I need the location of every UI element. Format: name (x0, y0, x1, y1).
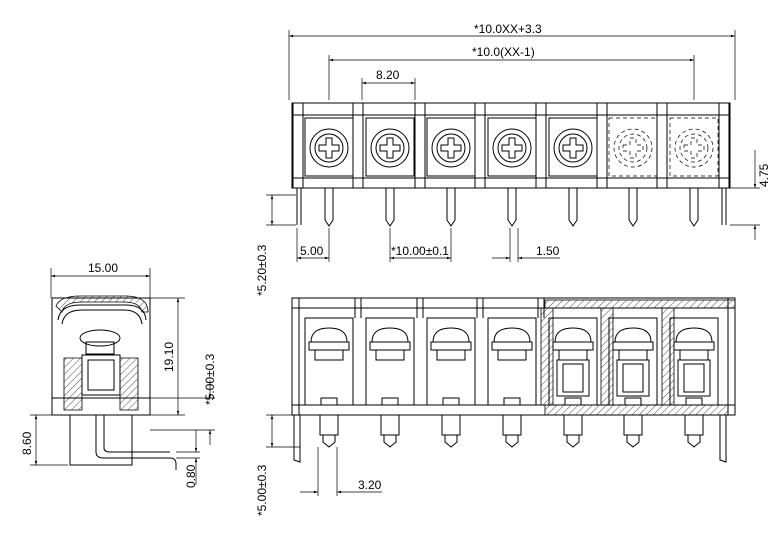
screw-box (426, 117, 476, 177)
pin (507, 188, 517, 227)
pin-pitch-label: *10.00±0.1 (391, 244, 449, 258)
pin-tip (687, 435, 701, 448)
screw-head (554, 327, 592, 343)
screws (304, 117, 719, 177)
barriers (292, 102, 730, 189)
pin-base (502, 414, 522, 436)
pin-length-top-label: *5.20±0.3 (255, 244, 269, 296)
screw-box (365, 117, 415, 177)
left-edge-label: 5.00 (300, 244, 324, 258)
front-pins (293, 414, 727, 463)
pin-base (319, 414, 339, 436)
terminal-cell (487, 317, 537, 406)
pin (628, 188, 638, 227)
screw-box (487, 117, 537, 177)
screw-head (675, 327, 713, 343)
pin-length-front-label: *5.00±0.3 (255, 464, 269, 516)
screw-box (304, 117, 354, 177)
barrier (596, 102, 608, 189)
pins (296, 188, 727, 227)
screw-head (431, 128, 471, 168)
pin (385, 188, 395, 227)
side-offset-label: *5.00±0.3 (203, 353, 217, 405)
overall-length-label: *10.0XX+3.3 (474, 22, 542, 36)
screw-head (432, 327, 470, 343)
screw-box (669, 117, 719, 177)
pin (324, 188, 334, 227)
screw-head (370, 128, 410, 168)
pin (446, 188, 456, 227)
side-height-label: 19.10 (162, 342, 176, 372)
pin-base (380, 414, 400, 436)
barrier (535, 102, 547, 189)
pin-base (441, 414, 461, 436)
terminal-cells (304, 298, 719, 406)
screw-head (674, 128, 714, 168)
barrier (718, 102, 730, 189)
barrier (292, 102, 304, 189)
top-view: *10.0XX+3.3 *10.0(XX-1) 8.20 4.75 *5.20±… (255, 22, 771, 296)
post-spacing-label: 8.20 (376, 68, 400, 82)
terminal-cell (304, 317, 354, 406)
screw-head (613, 128, 653, 168)
screw-head (371, 327, 409, 343)
pin-width-label: 1.50 (536, 244, 560, 258)
pin (689, 188, 699, 227)
barrier (414, 102, 426, 189)
screw-head (310, 327, 348, 343)
pin-tip (566, 435, 580, 448)
screw-head (309, 128, 349, 168)
height-right-label: 4.75 (757, 163, 771, 187)
pin-gap-front-label: 3.20 (358, 478, 382, 492)
pin-tip (383, 435, 397, 448)
screw-head (553, 128, 593, 168)
barrier (656, 102, 668, 189)
pin-thickness-label: 0.80 (184, 464, 198, 488)
terminal-cell (426, 317, 476, 406)
pin-tip (444, 435, 458, 448)
screw-box (548, 117, 598, 177)
barrier (474, 102, 486, 189)
pin-tip (505, 435, 519, 448)
pin-tip (626, 435, 640, 448)
side-view: 15.00 19.10 *5.00±0.3 8. (20, 261, 217, 488)
screw-head (492, 128, 532, 168)
terminal-cell (365, 317, 415, 406)
pin-base (684, 414, 704, 436)
pitch-span-label: *10.0(XX-1) (472, 45, 535, 59)
pin-tip (322, 435, 336, 448)
pin-offset-side-label: 8.60 (20, 431, 34, 455)
pin-base (563, 414, 583, 436)
front-view: *5.00±0.3 3.20 (255, 297, 736, 516)
pin-base (623, 414, 643, 436)
barrier (352, 102, 364, 189)
top-body (291, 102, 731, 189)
pin (568, 188, 578, 227)
screw-head (614, 327, 652, 343)
side-width-label: 15.00 (88, 261, 118, 275)
screw-head (493, 327, 531, 343)
screw-box (608, 117, 658, 177)
